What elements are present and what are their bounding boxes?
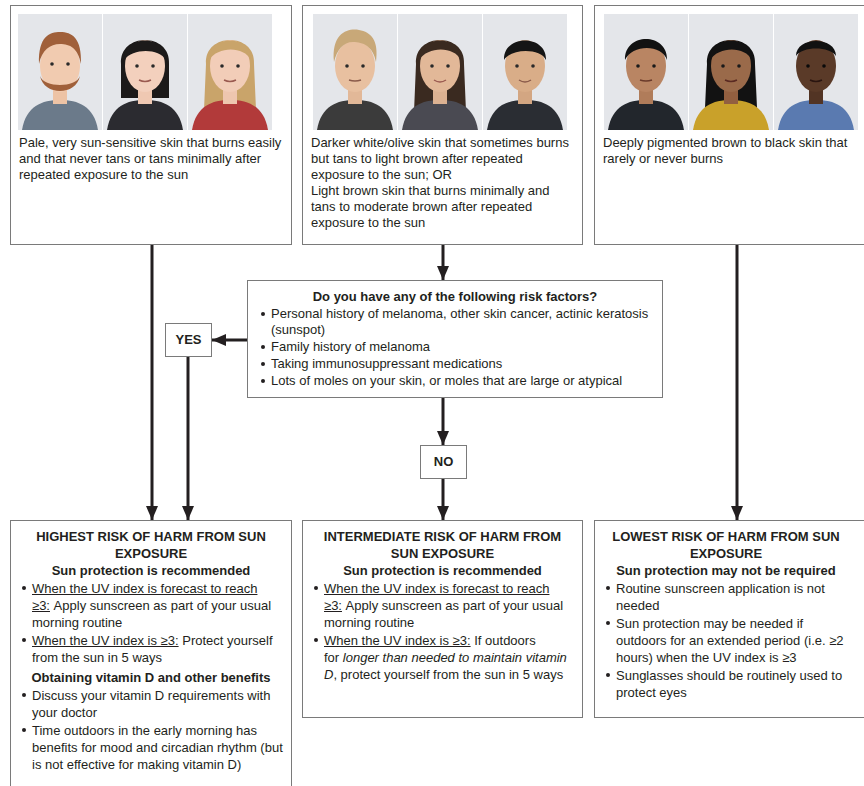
question-box: Do you have any of the following risk fa… [247, 280, 663, 398]
bullet-item: When the UV index is ≥3:Protect yourself… [19, 632, 283, 666]
bullet-item: Lots of moles on your skin, or moles tha… [258, 373, 652, 389]
bullet-dot [606, 621, 610, 625]
text-line: YES [175, 332, 201, 348]
face-photo [604, 14, 688, 130]
label-text: When the UV index is ≥3: [324, 633, 471, 648]
heading-line: Sun protection is recommended [311, 562, 574, 579]
bullet-dot [22, 693, 26, 697]
label-text: Apply sunscreen as part of your usual mo… [32, 598, 271, 630]
face-photo [483, 14, 567, 130]
label-text: Deeply pigmented brown to black skin tha… [603, 135, 847, 166]
flow-arrow [442, 479, 445, 520]
bullet-item: When the UV index is ≥3:If outdoors forl… [311, 632, 574, 683]
bullet-dot [261, 312, 265, 316]
text-line: Darker white/olive skin that sometimes b… [311, 135, 574, 183]
label-text: Sun protection is recommended [52, 563, 251, 578]
label-text: Time outdoors in the early morning has b… [32, 723, 283, 772]
label-text: Sun protection is recommended [343, 563, 542, 578]
bullet-item: When the UV index is forecast to reach ≥… [19, 580, 283, 631]
bullet-item: Time outdoors in the early morning has b… [19, 722, 283, 773]
flow-arrow [736, 245, 739, 520]
label-text: Light brown skin that burns minimally an… [311, 183, 549, 230]
bullet-item: Taking immunosuppressant medications [258, 356, 652, 372]
bullet-item: When the UV index is forecast to reach ≥… [311, 580, 574, 631]
heading-line: LOWEST RISK OF HARM FROM SUN EXPOSURE [603, 528, 849, 562]
bullet-item: Personal history of melanoma, other skin… [258, 306, 652, 338]
label-text: Obtaining vitamin D and other benefits [31, 670, 270, 685]
skin-type-box: Darker white/olive skin that sometimes b… [302, 5, 583, 245]
label-text: Darker white/olive skin that sometimes b… [311, 135, 569, 182]
label-text: Do you have any of the following risk fa… [313, 289, 598, 304]
label-text: Routine sunscreen application is not nee… [616, 581, 825, 613]
bullet-dot [261, 362, 265, 366]
bullet-dot [261, 345, 265, 349]
bullet-item: Routine sunscreen application is not nee… [603, 580, 849, 614]
bullet-dot [22, 586, 26, 590]
flow-arrow [151, 245, 154, 520]
bullet-dot [261, 379, 265, 383]
label-text: Discuss your vitamin D requirements with… [32, 688, 270, 720]
label-text: Sunglasses should be routinely used to p… [616, 668, 842, 700]
text-line: Pale, very sun-sensitive skin that burns… [19, 135, 283, 183]
bullet-dot [606, 673, 610, 677]
risk-box: INTERMEDIATE RISK OF HARM FROM SUN EXPOS… [302, 520, 583, 718]
bullet-item: Discuss your vitamin D requirements with… [19, 687, 283, 721]
bullet-item: Family history of melanoma [258, 339, 652, 355]
face-photo [313, 14, 397, 130]
text-line: NO [434, 454, 454, 470]
bullet-dot [606, 586, 610, 590]
answer-box: NO [420, 445, 467, 479]
label-text: Pale, very sun-sensitive skin that burns… [19, 135, 281, 182]
label-text: Sun protection may not be required [616, 563, 836, 578]
face-photo [774, 14, 858, 130]
flow-arrow [212, 339, 247, 342]
text-line: Deeply pigmented brown to black skin tha… [603, 135, 849, 167]
heading-line: Do you have any of the following risk fa… [258, 289, 652, 305]
face-photo [103, 14, 187, 130]
bullet-dot [22, 638, 26, 642]
label-text: Sun protection may be needed if outdoors… [616, 616, 844, 665]
label-text: NO [434, 454, 454, 469]
skin-type-box: Pale, very sun-sensitive skin that burns… [10, 5, 292, 245]
answer-box: YES [165, 323, 212, 357]
risk-box: LOWEST RISK OF HARM FROM SUN EXPOSURE Sun… [594, 520, 864, 718]
label-text: Apply sunscreen as part of your usual mo… [324, 598, 563, 630]
label-text: Lots of moles on your skin, or moles tha… [271, 373, 622, 388]
heading-line: INTERMEDIATE RISK OF HARM FROM SUN EXPOS… [311, 528, 574, 562]
bullet-item: Sun protection may be needed if outdoors… [603, 615, 849, 666]
label-text: , protect yourself from the sun in 5 way… [333, 667, 563, 682]
bullet-dot [314, 586, 318, 590]
skin-type-box: Deeply pigmented brown to black skin tha… [594, 5, 864, 245]
label-text: YES [175, 332, 201, 347]
risk-box: HIGHEST RISK OF HARM FROM SUN EXPOSURE Su… [10, 520, 292, 786]
bullet-dot [22, 728, 26, 732]
label-text: Family history of melanoma [271, 339, 430, 354]
text-line: Light brown skin that burns minimally an… [311, 183, 574, 231]
face-photo [18, 14, 102, 130]
label-text: LOWEST RISK OF HARM FROM SUN EXPOSURE [612, 529, 840, 561]
label-text: Personal history of melanoma, other skin… [271, 306, 648, 337]
bullet-item: Sunglasses should be routinely used to p… [603, 667, 849, 701]
label-text: HIGHEST RISK OF HARM FROM SUN EXPOSURE [36, 529, 266, 561]
label-text: Taking immunosuppressant medications [271, 356, 502, 371]
bullet-dot [314, 638, 318, 642]
face-photo [689, 14, 773, 130]
face-photo [398, 14, 482, 130]
flow-arrow [187, 357, 190, 520]
face-photo [188, 14, 272, 130]
heading-line: Obtaining vitamin D and other benefits [19, 669, 283, 686]
label-text: When the UV index is ≥3: [32, 633, 179, 648]
flow-arrow [442, 245, 445, 280]
heading-line: Sun protection is recommended [19, 562, 283, 579]
heading-line: HIGHEST RISK OF HARM FROM SUN EXPOSURE [19, 528, 283, 562]
flow-arrow [442, 398, 445, 445]
heading-line: Sun protection may not be required [603, 562, 849, 579]
label-text: INTERMEDIATE RISK OF HARM FROM SUN EXPOS… [324, 529, 561, 561]
